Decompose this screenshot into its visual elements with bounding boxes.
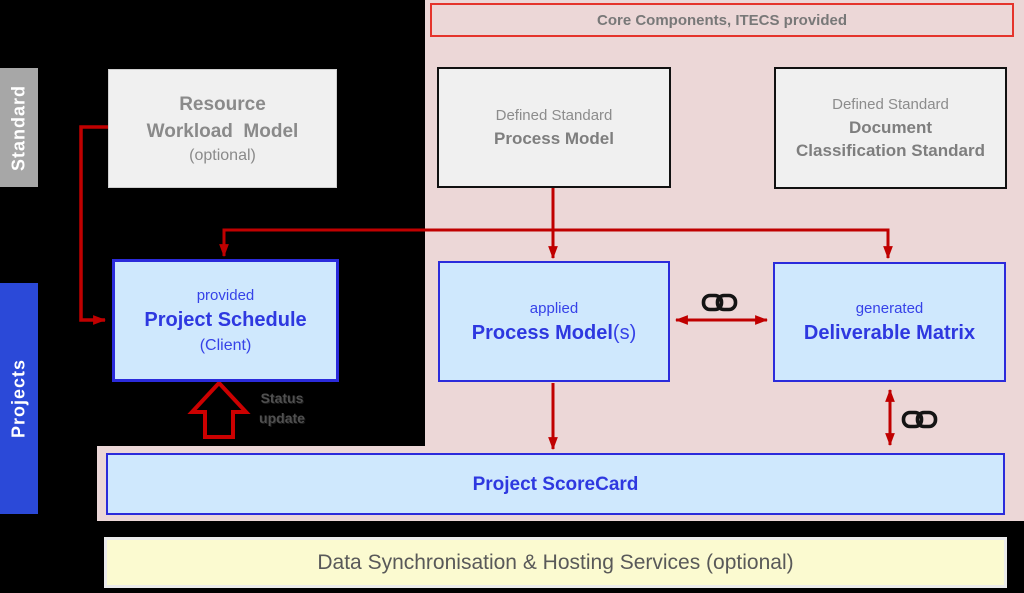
data-sync-label: Data Synchronisation & Hosting Services … [317, 550, 794, 574]
resource-line2: Workload Model [146, 120, 299, 142]
schedule-line2: Project Schedule [144, 309, 307, 331]
arrow-resource-to-schedule [79, 125, 110, 325]
project-schedule-box: provided Project Schedule (Client) [112, 259, 339, 382]
data-sync-hosting-box: Data Synchronisation & Hosting Services … [104, 537, 1007, 588]
resource-workload-model-box: Resource Workload Model (optional) [108, 69, 337, 188]
process-std-line2: Process Model [494, 129, 614, 148]
document-classification-standard-box: Defined Standard Document Classification… [774, 67, 1007, 189]
doc-class-line2: Document [848, 118, 933, 137]
matrix-line2: Deliverable Matrix [803, 322, 976, 344]
defined-standard-process-model-box: Defined Standard Process Model [437, 67, 671, 188]
status-update-annotation: Status update [259, 390, 305, 426]
project-scorecard-box: Project ScoreCard [106, 453, 1005, 515]
process-std-line1: Defined Standard [495, 107, 613, 124]
standard-row-label: Standard [0, 68, 38, 187]
matrix-line1: generated [855, 300, 924, 317]
deliverable-matrix-box: generated Deliverable Matrix [773, 262, 1006, 382]
projects-row-label: Projects [0, 283, 38, 514]
doc-class-line1: Defined Standard [832, 96, 949, 113]
resource-line3: (optional) [189, 146, 256, 164]
core-components-header: Core Components, ITECS provided [430, 3, 1014, 37]
applied-line2: Process Model(s) [471, 321, 637, 344]
scorecard-label: Project ScoreCard [472, 473, 639, 495]
schedule-line3: (Client) [199, 337, 252, 354]
applied-process-model-box: applied Process Model(s) [438, 261, 670, 382]
applied-line1: applied [529, 299, 579, 317]
core-components-header-label: Core Components, ITECS provided [596, 11, 848, 29]
resource-line1: Resource [179, 93, 266, 115]
schedule-line1: provided [196, 287, 255, 304]
doc-class-line3: Classification Standard [796, 141, 985, 160]
status-update-block-arrow-icon [187, 380, 251, 439]
